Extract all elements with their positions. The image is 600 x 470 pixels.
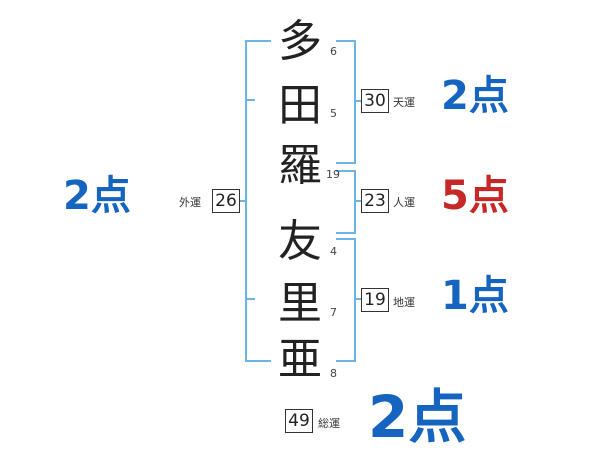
gaiun-score: 2点 xyxy=(63,173,131,219)
jinun-connector xyxy=(354,200,362,202)
chiun-bracket xyxy=(336,238,356,362)
name-char-6: 亜 xyxy=(278,334,322,385)
gaiun-tick-lower xyxy=(245,298,255,300)
chiun-connector xyxy=(354,298,362,300)
stroke-count-4: 4 xyxy=(330,245,337,258)
stroke-count-2: 5 xyxy=(330,107,337,120)
tenun-connector xyxy=(354,100,362,102)
chiun-value: 19 xyxy=(361,288,389,312)
souun-score: 2点 xyxy=(368,383,467,451)
jinun-score: 5点 xyxy=(441,173,509,219)
name-char-5: 里 xyxy=(278,278,322,329)
tenun-label: 天運 xyxy=(393,96,415,109)
stroke-count-1: 6 xyxy=(330,45,337,58)
souun-label: 総運 xyxy=(318,417,340,430)
jinun-value: 23 xyxy=(361,189,389,213)
stroke-count-6: 8 xyxy=(330,367,337,380)
gaiun-bracket xyxy=(245,40,271,362)
jinun-label: 人運 xyxy=(393,196,415,209)
stroke-count-5: 7 xyxy=(330,306,337,319)
tenun-value: 30 xyxy=(361,89,389,113)
gaiun-tick-upper xyxy=(245,99,255,101)
chiun-score: 1点 xyxy=(441,273,509,319)
tenun-bracket xyxy=(336,40,356,164)
name-char-1: 多 xyxy=(278,16,322,67)
gaiun-connector xyxy=(238,200,246,202)
stroke-count-3: 19 xyxy=(326,168,340,181)
souun-value: 49 xyxy=(285,409,313,433)
gaiun-value: 26 xyxy=(212,189,240,213)
tenun-score: 2点 xyxy=(441,73,509,119)
jinun-bracket xyxy=(336,170,356,234)
chiun-label: 地運 xyxy=(393,296,415,309)
name-char-3: 羅 xyxy=(278,140,322,191)
name-char-4: 友 xyxy=(278,216,322,267)
gaiun-label: 外運 xyxy=(179,196,201,209)
name-char-2: 田 xyxy=(278,80,322,131)
